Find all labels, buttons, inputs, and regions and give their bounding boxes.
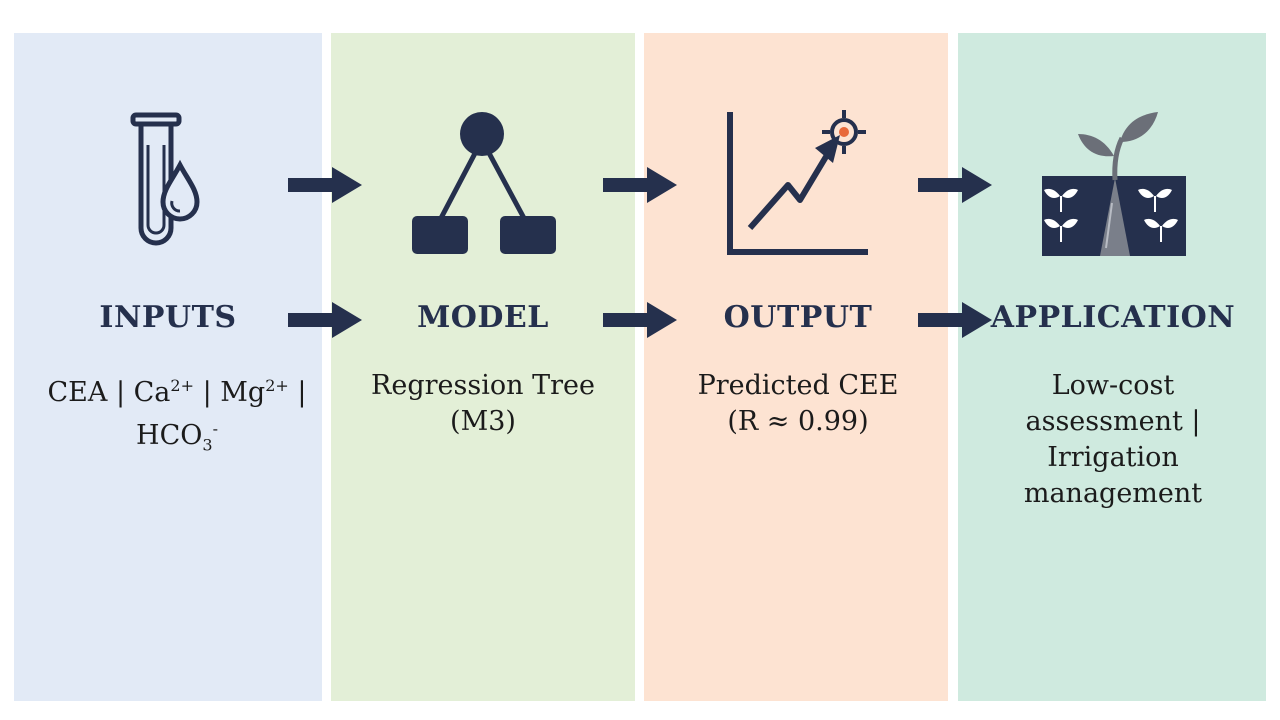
inputs-heading: INPUTS <box>99 300 237 335</box>
application-line-4: management <box>1023 478 1203 509</box>
arrow-output-to-application-bottom <box>918 302 994 342</box>
inputs-line-1: CEA | Ca2+ | Mg2+ | <box>47 376 307 408</box>
arrow-inputs-to-model-top <box>288 167 364 207</box>
inputs-line-2: HCO3- <box>136 419 218 455</box>
output-description: Predicted CEE (R ≈ 0.99) <box>648 368 948 440</box>
application-line-3: Irrigation <box>1047 442 1179 473</box>
model-line-2: (M3) <box>450 406 516 437</box>
test-tube-drop-icon <box>120 105 220 265</box>
tree-node-icon <box>405 110 565 260</box>
plant-soil-icon <box>1040 108 1190 258</box>
model-heading: MODEL <box>417 300 549 335</box>
application-line-1: Low-cost <box>1051 370 1175 401</box>
model-description: Regression Tree (M3) <box>333 368 633 440</box>
output-heading: OUTPUT <box>723 300 873 335</box>
application-panel <box>958 33 1266 701</box>
output-line-2: (R ≈ 0.99) <box>727 406 869 437</box>
arrow-inputs-to-model-bottom <box>288 302 364 342</box>
arrow-model-to-output-top <box>603 167 679 207</box>
application-description: Low-cost assessment | Irrigation managem… <box>963 368 1263 512</box>
output-panel <box>644 33 948 701</box>
application-heading: APPLICATION <box>990 300 1236 335</box>
application-line-2: assessment | <box>1025 406 1201 437</box>
inputs-description: CEA | Ca2+ | Mg2+ | HCO3- <box>27 368 327 463</box>
inputs-panel <box>14 33 322 701</box>
rising-chart-target-icon <box>720 100 890 260</box>
arrow-model-to-output-bottom <box>603 302 679 342</box>
output-line-1: Predicted CEE <box>697 370 899 401</box>
arrow-output-to-application-top <box>918 167 994 207</box>
model-line-1: Regression Tree <box>371 370 595 401</box>
